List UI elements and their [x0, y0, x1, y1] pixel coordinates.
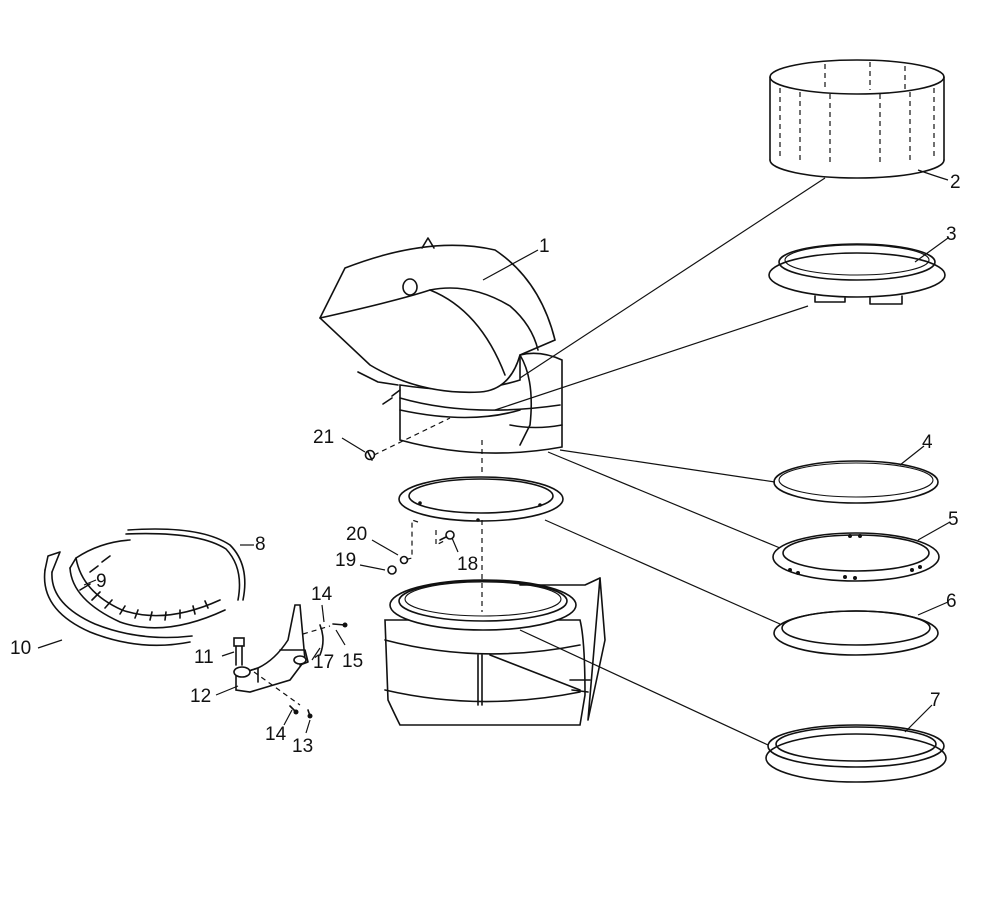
callout-14-lower: 14 [265, 724, 287, 745]
part-6-gasket-ring [773, 610, 939, 656]
callout-20: 20 [346, 524, 367, 545]
part-7-base-ring [765, 724, 947, 783]
callout-19: 19 [335, 550, 356, 571]
callout-1: 1 [539, 236, 550, 257]
callout-7: 7 [930, 690, 941, 711]
part-18-screw [439, 530, 455, 541]
callout-4: 4 [922, 432, 933, 453]
part-5-bolt-ring [772, 532, 940, 582]
assembly-leaders [494, 177, 826, 746]
callout-2: 2 [950, 172, 961, 193]
callout-18: 18 [457, 554, 478, 575]
part-2-sleeve [769, 59, 945, 179]
part-15-screw [332, 622, 348, 628]
part-8-strip [125, 528, 246, 601]
part-3-flanged-ring [768, 243, 946, 305]
part-19-20-nut [387, 555, 409, 575]
flange-ring-under-hood [398, 476, 564, 522]
part-9-chain-strip [69, 539, 226, 629]
callout-3: 3 [946, 224, 957, 245]
callout-9: 9 [96, 571, 107, 592]
callout-17: 17 [313, 652, 334, 673]
part-1-hood-assembly [319, 237, 563, 454]
callout-leaders [37, 169, 951, 734]
part-4-ring [773, 460, 939, 504]
callout-15: 15 [342, 651, 363, 672]
callout-11: 11 [194, 647, 214, 668]
callout-12: 12 [190, 686, 211, 707]
part-10-strip [43, 551, 193, 647]
part-13-14-screw [289, 705, 313, 719]
callout-8: 8 [255, 534, 266, 555]
part-12-bracket [233, 604, 309, 693]
callout-10: 10 [10, 638, 31, 659]
callout-13: 13 [292, 736, 313, 757]
part-17-pin [319, 624, 324, 656]
callout-14-upper: 14 [311, 584, 333, 605]
lower-base-housing [384, 577, 606, 726]
callout-labels: 1 2 3 4 5 6 7 8 9 10 11 12 13 14 14 15 1… [10, 172, 961, 757]
part-11-bolt [233, 637, 245, 666]
callout-21: 21 [313, 427, 334, 448]
part-21-screw [364, 449, 376, 461]
callout-5: 5 [948, 509, 959, 530]
alignment-lines [253, 417, 483, 706]
callout-6: 6 [946, 591, 957, 612]
